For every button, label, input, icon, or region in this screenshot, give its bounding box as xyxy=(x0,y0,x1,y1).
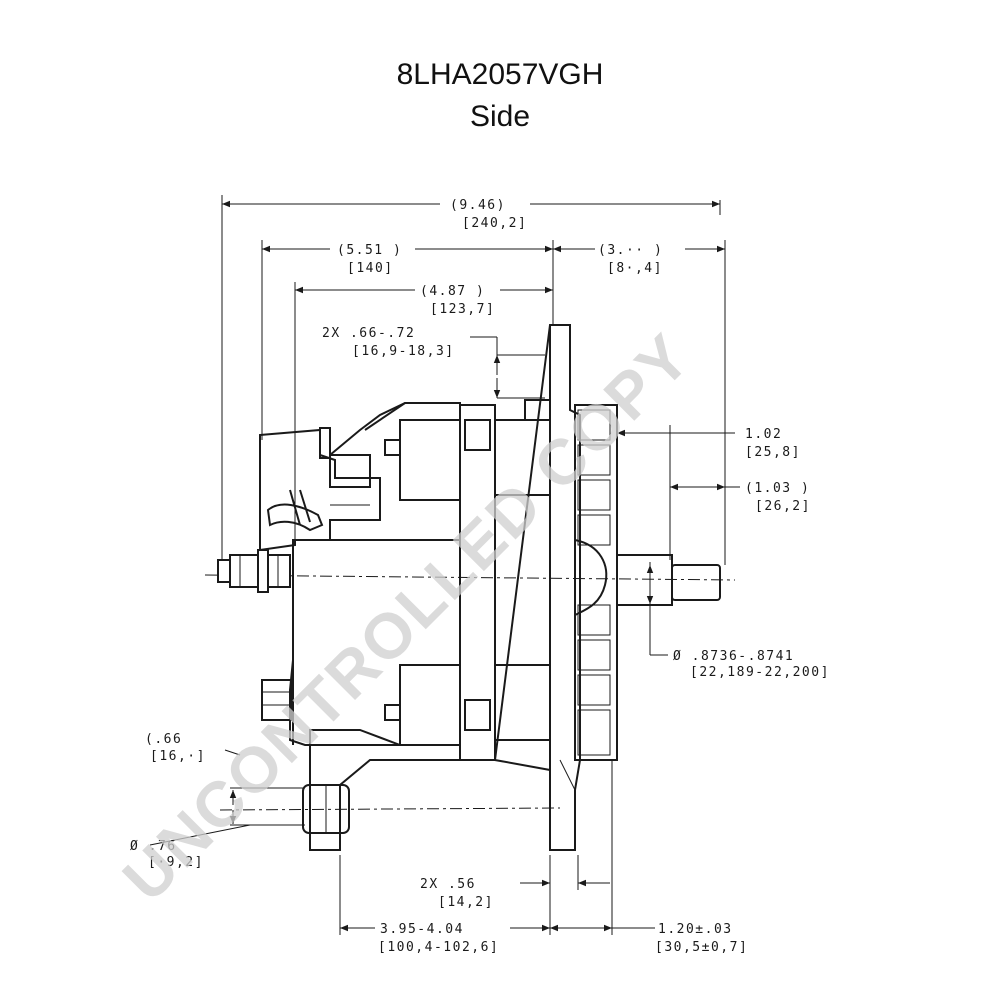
pulley-hub xyxy=(616,554,673,606)
dimension-lines xyxy=(149,195,740,935)
dim-foot-hole-mm: [·9,2] xyxy=(148,855,204,870)
dim-flange-offset-inch: 1.20±.03 xyxy=(658,922,733,937)
output-shaft xyxy=(671,564,721,601)
dim-ear-spacing-mm: [100,4-102,6] xyxy=(378,940,499,955)
dim-shaft-diameter-inch: Ø .8736-.8741 xyxy=(673,649,794,664)
dim-overall-inch: (9.46) xyxy=(450,198,506,213)
dim-rear-body-mm: [140] xyxy=(347,261,394,276)
dim-pulley-face-inch: 1.02 xyxy=(745,427,782,442)
dim-ear-width-inch: 2X .56 xyxy=(420,877,476,892)
uncontrolled-copy-watermark: UNCONTROLLED COPY xyxy=(109,320,704,915)
dim-shaft-length-mm: [26,2] xyxy=(755,499,811,514)
dim-foot-height-inch: (.66 xyxy=(145,732,182,747)
terminal-washer xyxy=(257,549,269,593)
view-label: Side xyxy=(469,100,531,133)
dim-front-section-mm: [8·,4] xyxy=(607,261,663,276)
dim-slot-width-inch: 2X .66-.72 xyxy=(322,326,415,341)
dim-foot-height-mm: [16,·] xyxy=(150,749,206,764)
drive-end-frame xyxy=(493,324,581,851)
dim-slot-width-mm: [16,9-18,3] xyxy=(352,344,455,359)
dim-overall-mm: [240,2] xyxy=(462,216,527,231)
dim-ear-spacing-inch: 3.95-4.04 xyxy=(380,922,464,937)
connector-clip xyxy=(266,503,324,532)
upper-rectifier xyxy=(399,419,461,501)
drawing-title: 8LHA2057VGH xyxy=(396,58,604,91)
alternator-outline xyxy=(204,324,736,851)
dim-rear-body-inch: (5.51 ) xyxy=(337,243,402,258)
fan-blades xyxy=(577,409,611,756)
dim-mount-flange-mm: [123,7] xyxy=(430,302,495,317)
lower-rectifier xyxy=(399,664,461,746)
dim-pulley-face-mm: [25,8] xyxy=(745,445,801,460)
dim-flange-offset-mm: [30,5±0,7] xyxy=(655,940,748,955)
terminal-stud xyxy=(217,559,231,583)
shaft-centerline xyxy=(204,574,736,581)
dim-front-section-inch: (3.·· ) xyxy=(598,243,663,258)
dim-shaft-diameter-mm: [22,189-22,200] xyxy=(690,665,830,680)
rear-lower-bracket xyxy=(261,679,293,721)
dim-foot-hole-inch: Ø .76 xyxy=(130,839,177,854)
dimension-labels: (9.46) [240,2] (5.51 ) [140] (3.·· ) [8·… xyxy=(130,198,830,955)
stator-core xyxy=(459,404,496,761)
terminal-nut xyxy=(229,554,259,588)
dim-ear-width-mm: [14,2] xyxy=(438,895,494,910)
terminal-nut-2 xyxy=(267,554,291,588)
mounting-foot xyxy=(309,729,461,851)
dim-shaft-length-inch: (1.03 ) xyxy=(745,481,810,496)
dim-mount-flange-inch: (4.87 ) xyxy=(420,284,485,299)
